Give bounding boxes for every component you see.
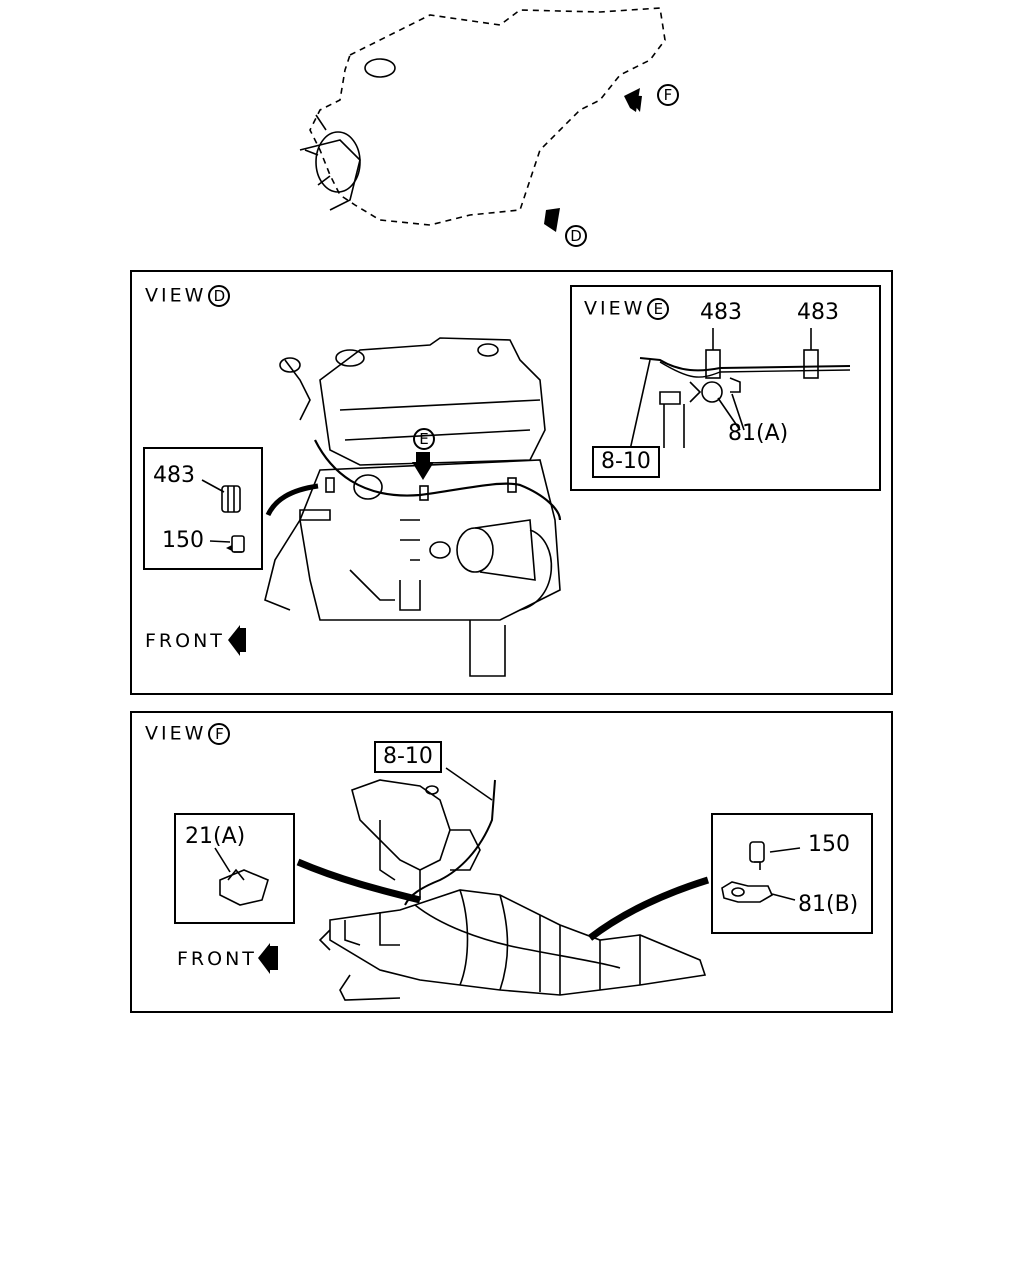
inset-81b: [711, 813, 873, 934]
bracket-21a-drawing: [214, 847, 269, 906]
bolt-bracket-81b-drawing: [721, 841, 801, 903]
view-f-panel: [130, 711, 893, 1013]
view-f-front-arrow-icon: [258, 943, 270, 974]
engine-overview-drawing: [299, 7, 666, 232]
clip-bolt-drawing: [201, 479, 245, 553]
view-e-circle: E: [413, 428, 435, 450]
view-d-front-label: FRONT: [145, 630, 225, 652]
view-e-part-483-b: 483: [797, 300, 839, 325]
front-arrow-icon: [228, 625, 240, 656]
view-e-marker: E: [411, 428, 435, 450]
view-e-ref-8-10: 8-10: [592, 446, 660, 478]
view-d-title-text: VIEW: [145, 284, 207, 307]
part-150-label-f: 150: [808, 832, 850, 857]
part-483-label: 483: [153, 463, 195, 488]
engine-detail-drawing: [228, 337, 562, 677]
view-f-front-label: FRONT: [177, 948, 257, 970]
view-e-part-483-a: 483: [700, 300, 742, 325]
part-81b-label: 81(B): [798, 892, 859, 917]
view-d-circle: D: [565, 225, 587, 247]
view-e-drawing: [629, 328, 851, 451]
arrow-f-icon: [624, 88, 642, 112]
view-e-title-circle: E: [647, 298, 670, 320]
view-f-circle: F: [657, 84, 679, 106]
view-f-title-text: VIEW: [145, 722, 207, 745]
view-e-title-text: VIEW: [584, 297, 646, 320]
view-f-ref-8-10: 8-10: [374, 741, 442, 773]
arrow-e-icon: [412, 452, 434, 480]
view-e-panel: [570, 285, 881, 491]
part-21a-label: 21(A): [185, 824, 246, 849]
view-d-panel: [130, 270, 893, 695]
view-d-title-circle: D: [208, 285, 231, 307]
view-d-marker: D: [563, 225, 587, 247]
view-e-part-81a: 81(A): [728, 421, 789, 446]
arrow-d-icon: [544, 208, 560, 232]
transmission-drawing: [258, 767, 710, 1001]
view-f-title-circle: F: [208, 723, 231, 745]
part-150-label: 150: [162, 528, 204, 553]
view-f-marker: F: [655, 84, 679, 106]
inset-21a: [174, 813, 295, 924]
inset-clip-bolt: [143, 447, 263, 570]
